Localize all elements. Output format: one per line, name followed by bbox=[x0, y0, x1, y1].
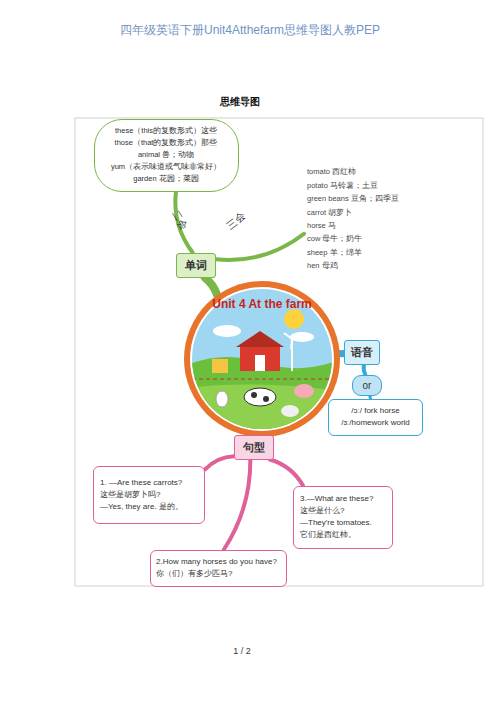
central-title: Unit 4 At the farm bbox=[182, 297, 342, 311]
phonics-letters: or bbox=[352, 375, 382, 396]
sentence-box: 2.How many horses do you have?你（们）有多少匹马? bbox=[150, 550, 287, 587]
text-line: tomato 西红柿 bbox=[307, 165, 403, 178]
text-line: 它们是西红柿。 bbox=[300, 529, 386, 541]
text-line: 1. —Are these carrots? bbox=[100, 477, 198, 489]
text-line: 这些是什么? bbox=[300, 505, 386, 517]
branch-label: 单词 bbox=[176, 253, 216, 278]
text-line: sheep 羊；绵羊 bbox=[307, 246, 403, 259]
mind-map-branch bbox=[205, 456, 234, 469]
branch-label: 句型 bbox=[234, 435, 274, 460]
branch-text: 语音 bbox=[349, 345, 375, 359]
text-line: 你（们）有多少匹马? bbox=[156, 568, 281, 580]
text-line: potato 马铃薯；土豆 bbox=[307, 179, 403, 192]
text-line: /ɜː/homework world bbox=[334, 417, 417, 429]
text-line: 3.—What are these? bbox=[300, 493, 386, 505]
word-list: tomato 西红柿potato 马铃薯；土豆green beans 豆角；四季… bbox=[304, 161, 406, 278]
text-line: cow 母牛；奶牛 bbox=[307, 232, 403, 245]
sentence-box: 1. —Are these carrots?这些是胡萝卜吗?—Yes, they… bbox=[93, 466, 205, 524]
mind-map-branch bbox=[224, 460, 250, 550]
branch-text: 单词 bbox=[181, 258, 211, 272]
mind-map-branch bbox=[364, 365, 366, 376]
branch-text: 句型 bbox=[239, 440, 269, 454]
sentence-box: 3.—What are these?这些是什么?—They're tomatoe… bbox=[293, 486, 393, 549]
mind-map-branch bbox=[216, 234, 304, 260]
text-line: horse 马 bbox=[307, 219, 403, 232]
text-line: animal 兽；动物 bbox=[100, 149, 233, 161]
central-circle: Unit 4 At the farm bbox=[182, 279, 342, 439]
text-line: those（that的复数形式）那些 bbox=[100, 137, 233, 149]
text-line: garden 花园；菜园 bbox=[100, 173, 233, 185]
text-line: hen 母鸡 bbox=[307, 259, 403, 272]
text-line: or bbox=[356, 380, 378, 392]
text-line: —Yes, they are. 是的。 bbox=[100, 501, 198, 513]
phonics-box: /ɔː/ fork horse/ɜː/homework world bbox=[328, 399, 423, 436]
word-list-cloud: these（this的复数形式）这些those（that的复数形式）那些anim… bbox=[94, 119, 239, 192]
mind-map-branch bbox=[270, 460, 303, 486]
text-line: these（this的复数形式）这些 bbox=[100, 125, 233, 137]
page-header: 四年级英语下册Unit4Atthefarm思维导图人教PEP bbox=[0, 22, 500, 39]
text-line: /ɔː/ fork horse bbox=[334, 405, 417, 417]
branch-label: 语音 bbox=[344, 340, 380, 365]
mind-map-branch bbox=[205, 278, 217, 296]
text-line: green beans 豆角；四季豆 bbox=[307, 192, 403, 205]
text-line: 这些是胡萝卜吗? bbox=[100, 489, 198, 501]
text-line: 2.How many horses do you have? bbox=[156, 556, 281, 568]
page-heading: 思维导图 bbox=[0, 95, 480, 109]
text-line: carrot 胡萝卜 bbox=[307, 206, 403, 219]
text-line: yum（表示味道或气味非常好） bbox=[100, 161, 233, 173]
text-line: —They're tomatoes. bbox=[300, 517, 386, 529]
page-number: 1 / 2 bbox=[0, 646, 484, 656]
